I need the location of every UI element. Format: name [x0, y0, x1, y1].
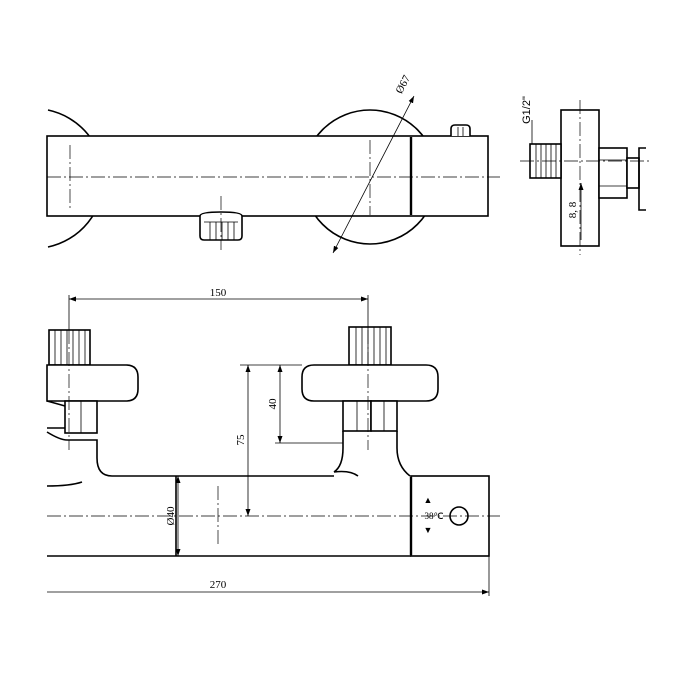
left-arm-edge: [46, 481, 83, 487]
side-connector: [626, 157, 640, 189]
nut-offset-label: 8, 8: [567, 201, 579, 218]
left-inlet-thread: [48, 329, 91, 366]
right-inlet-thread: [348, 326, 392, 366]
top-knob: [450, 124, 471, 136]
left-escutcheon: [46, 364, 139, 402]
side-nut: [598, 147, 628, 199]
right-arm-right: [396, 431, 411, 477]
side-view: G1/2" 8, 8: [520, 96, 650, 255]
inlet-height-label: 75: [235, 434, 247, 446]
body-diameter-label: Ø40: [165, 506, 177, 525]
right-arm-left: [333, 431, 344, 473]
left-arm: [46, 431, 113, 477]
center-distance-label: 150: [210, 287, 227, 299]
total-length-label: 270: [210, 579, 227, 591]
temperature-down-marker: ▼: [424, 525, 433, 535]
front-view: 150: [46, 287, 500, 596]
side-body-edge: [638, 147, 646, 211]
dim-line-valve-diameter: [332, 95, 415, 254]
temperature-up-marker: ▲: [424, 495, 433, 505]
left-nut-edge: [46, 400, 66, 407]
eccentric-height-label: 40: [267, 398, 279, 410]
top-body-bar: [46, 135, 489, 217]
valve-diameter-label: Ø67: [394, 73, 414, 96]
right-escutcheon: [301, 364, 439, 402]
right-arm-curve: [333, 470, 359, 477]
thread-size-label: G1/2": [521, 96, 533, 124]
top-view: Ø67: [46, 73, 500, 254]
